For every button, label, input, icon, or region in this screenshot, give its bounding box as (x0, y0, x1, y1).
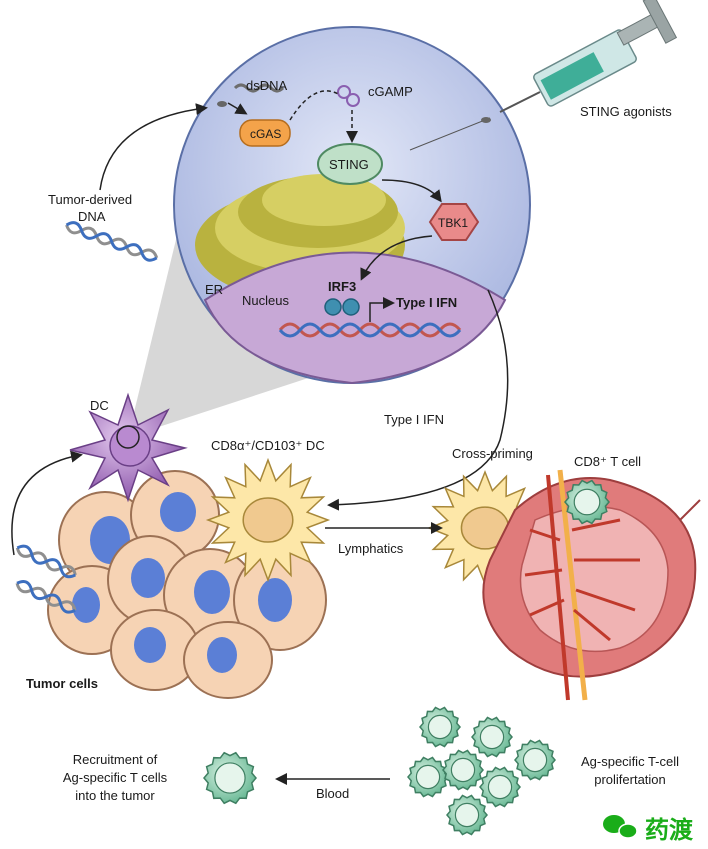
irf3-dimer-a (324, 298, 342, 316)
cd8-t-cell (564, 479, 610, 525)
label-cgamp: cGAMP (368, 84, 413, 99)
label-dc: DC (90, 398, 109, 413)
t-cell (419, 706, 461, 748)
label-irf3: IRF3 (328, 279, 356, 294)
syringe-icon (499, 0, 678, 113)
label-sting-agonists: STING agonists (580, 104, 672, 119)
label-sting: STING (329, 157, 369, 172)
transcription-arrow (369, 297, 395, 322)
dc-zoom-ring (116, 425, 140, 449)
t-cell (479, 766, 521, 808)
label-lymphatics: Lymphatics (338, 541, 404, 556)
tbk1-hexagon (428, 203, 480, 241)
label-tumor-cells: Tumor cells (26, 676, 98, 691)
label-prolif-line2: prolifertation (594, 772, 666, 787)
dc-cell (69, 392, 188, 503)
cgas-to-cgamp-arrow (289, 90, 341, 121)
label-cd8-dc: CD8α⁺/CD103⁺ DC (211, 438, 325, 453)
label-cgas: cGAS (250, 127, 281, 141)
tumor-cell (233, 549, 327, 651)
label-recruit-line2: Ag-specific T cells (63, 770, 168, 785)
tumor-cell (110, 609, 200, 691)
tumor-dna-helix (65, 221, 159, 262)
label-type1ifn-arrow: Type I IFN (384, 412, 444, 427)
irf3-dimer-b (342, 298, 360, 316)
cd8-dc-cell (205, 457, 331, 583)
label-dsdna: dsDNA (246, 78, 288, 93)
dna-helix-nucleus (278, 322, 462, 338)
needle (409, 117, 491, 151)
t-cell (442, 749, 484, 791)
dsdna-arrow (227, 102, 248, 115)
label-cross-priming: Cross-priming (452, 446, 533, 461)
membrane-pore-left (217, 101, 227, 107)
label-cd8-tcell: CD8⁺ T cell (574, 454, 641, 469)
recruited-t-cell (203, 751, 257, 805)
membrane-pore-right (481, 117, 491, 123)
label-recruit-line1: Recruitment of (73, 752, 158, 767)
tbk1-to-irf3-arrow (360, 235, 433, 281)
sting-protein (317, 143, 383, 185)
tumor-cells-cluster (47, 470, 327, 699)
t-cell (471, 716, 513, 758)
label-recruit-line3: into the tumor (75, 788, 155, 803)
lymph-node (482, 469, 701, 701)
t-cell (446, 794, 488, 836)
label-tbk1: TBK1 (438, 216, 468, 230)
t-cell (514, 739, 556, 781)
tumor-dna-helix-lower (15, 544, 77, 614)
label-type1ifn-nucleus: Type I IFN (396, 295, 457, 310)
dna-uptake-arrow (11, 450, 83, 556)
sting-to-tbk1-arrow (381, 179, 442, 203)
label-blood: Blood (316, 786, 349, 801)
cgamp-ring-b (346, 93, 360, 107)
label-er: ER (205, 282, 223, 297)
dsdna-strand (233, 83, 285, 93)
label-prolif-line1: Ag-specific T-cell (581, 754, 679, 769)
cgamp-ring-a (337, 85, 351, 99)
cgas-enzyme (239, 119, 291, 147)
nucleus (203, 251, 507, 385)
proliferating-t-cell-cluster (407, 706, 556, 836)
tumor-cell (183, 621, 273, 699)
label-tumor-dna-line1: Tumor-derived (48, 192, 132, 207)
t-cell (407, 756, 449, 798)
inset-circle (173, 26, 531, 385)
label-nucleus: Nucleus (242, 293, 289, 308)
watermark-logo (603, 815, 638, 839)
tumor-dna-arrow (99, 103, 208, 191)
watermark-text: 药渡 (645, 816, 694, 844)
label-tumor-dna-line2: DNA (78, 209, 106, 224)
type1ifn-arrow (327, 289, 509, 511)
